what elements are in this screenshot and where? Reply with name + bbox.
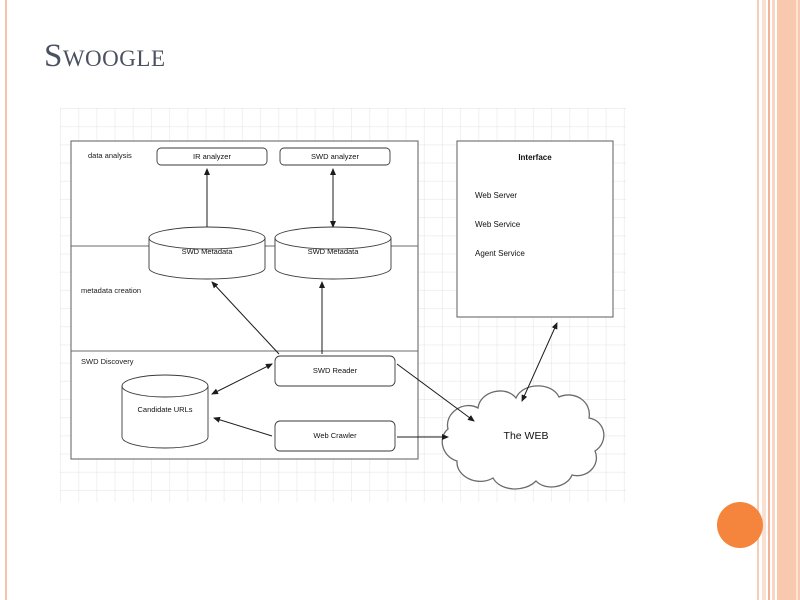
swd-reader-label: SWD Reader — [312, 366, 358, 375]
right-accent-stripe-5 — [777, 0, 800, 600]
swd-metadata-left-cylinder — [148, 226, 266, 280]
candidate-urls-label: Candidate URLs — [137, 405, 193, 414]
swd-analyzer-label: SWD analyzer — [311, 152, 359, 161]
arrow-candidate-urls-swd-reader — [211, 363, 273, 395]
ir-analyzer-box — [156, 147, 268, 166]
layer-label-swd-discovery: SWD Discovery — [81, 357, 134, 366]
swd-reader-box — [274, 355, 396, 387]
arrow-crawler-to-candidate-urls — [213, 416, 273, 437]
layer-label-data-analysis: data analysis — [88, 151, 132, 160]
ir-analyzer-label: IR analyzer — [193, 152, 231, 161]
arrow-interface-web — [521, 322, 558, 402]
arrow-reader-to-web — [396, 363, 475, 422]
swd-metadata-right-label: SWD Metadata — [307, 247, 359, 256]
left-accent-stripe — [5, 0, 7, 600]
interface-item-agent-service: Agent Service — [475, 249, 525, 258]
right-accent-stripe-2 — [762, 0, 766, 600]
swd-analyzer-box — [279, 147, 391, 166]
swd-metadata-left-label: SWD Metadata — [181, 247, 233, 256]
right-accent-stripe-3 — [768, 0, 770, 600]
diagram-vector-layer — [70, 140, 614, 490]
architecture-diagram: data analysis metadata creation SWD Disc… — [60, 108, 626, 502]
web-cloud-shape — [441, 385, 605, 490]
interface-item-web-service: Web Service — [475, 220, 521, 229]
right-accent-stripe-6 — [796, 0, 798, 600]
slide-title: Swoogle — [44, 38, 166, 74]
web-crawler-box — [274, 420, 396, 452]
interface-panel-box — [456, 140, 614, 318]
right-accent-stripe-1 — [757, 0, 759, 600]
arrow-reader-to-metadata-left — [211, 281, 280, 355]
web-cloud-label: The WEB — [503, 430, 549, 442]
right-accent-stripe-4 — [772, 0, 775, 600]
swd-metadata-right-cylinder — [274, 226, 392, 280]
layer-label-metadata-creation: metadata creation — [81, 286, 142, 295]
candidate-urls-cylinder — [121, 374, 209, 449]
orange-bullet-circle — [717, 502, 763, 548]
interface-panel-title: Interface — [518, 153, 552, 162]
web-crawler-label: Web Crawler — [313, 431, 357, 440]
interface-item-web-server: Web Server — [475, 191, 518, 200]
